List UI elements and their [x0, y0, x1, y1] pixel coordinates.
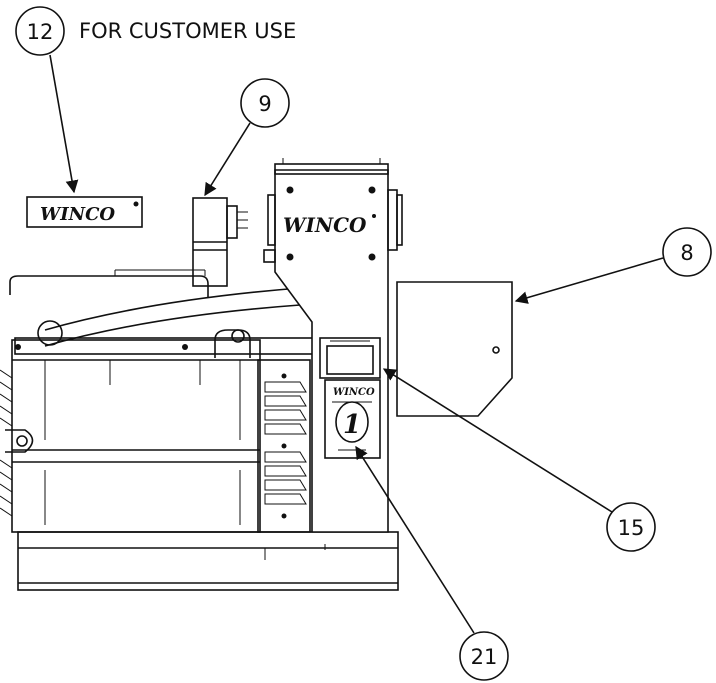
- customer-use-caption: FOR CUSTOMER USE: [79, 19, 296, 43]
- tower-logo: WINCO: [283, 213, 367, 237]
- callout-12: 12: [15, 6, 65, 56]
- leader-line-9: [204, 122, 251, 197]
- louver-panel: [257, 359, 311, 533]
- customer-decal: WINCO: [26, 196, 143, 228]
- cooling-fins: [0, 369, 13, 517]
- leader-line-12: [49, 54, 79, 194]
- callout-9-label: 9: [258, 92, 271, 116]
- leader-line-21: [355, 445, 475, 634]
- callout-21-label: 21: [471, 645, 498, 669]
- leader-line-15: [382, 368, 613, 513]
- callout-15-label: 15: [618, 516, 645, 540]
- engine-body: [0, 269, 316, 533]
- customer-decal-logo: WINCO: [40, 204, 115, 225]
- control-tower: WINCO WINCO 1: [263, 158, 403, 533]
- svg-text:WINCO: WINCO: [333, 387, 375, 398]
- callout-21: 21: [459, 631, 509, 681]
- base-frame: [17, 531, 399, 591]
- callout-9: 9: [240, 78, 290, 128]
- callout-12-label: 12: [27, 20, 54, 44]
- callout-8-label: 8: [680, 241, 693, 265]
- callout-15: 15: [606, 502, 656, 552]
- side-junction-box: [396, 281, 513, 417]
- receptacle-plug: [192, 197, 248, 287]
- callout-8: 8: [662, 227, 712, 277]
- svg-text:1: 1: [343, 410, 361, 440]
- hour-meter-label: WINCO 1: [324, 379, 381, 459]
- leader-line-8: [514, 257, 664, 304]
